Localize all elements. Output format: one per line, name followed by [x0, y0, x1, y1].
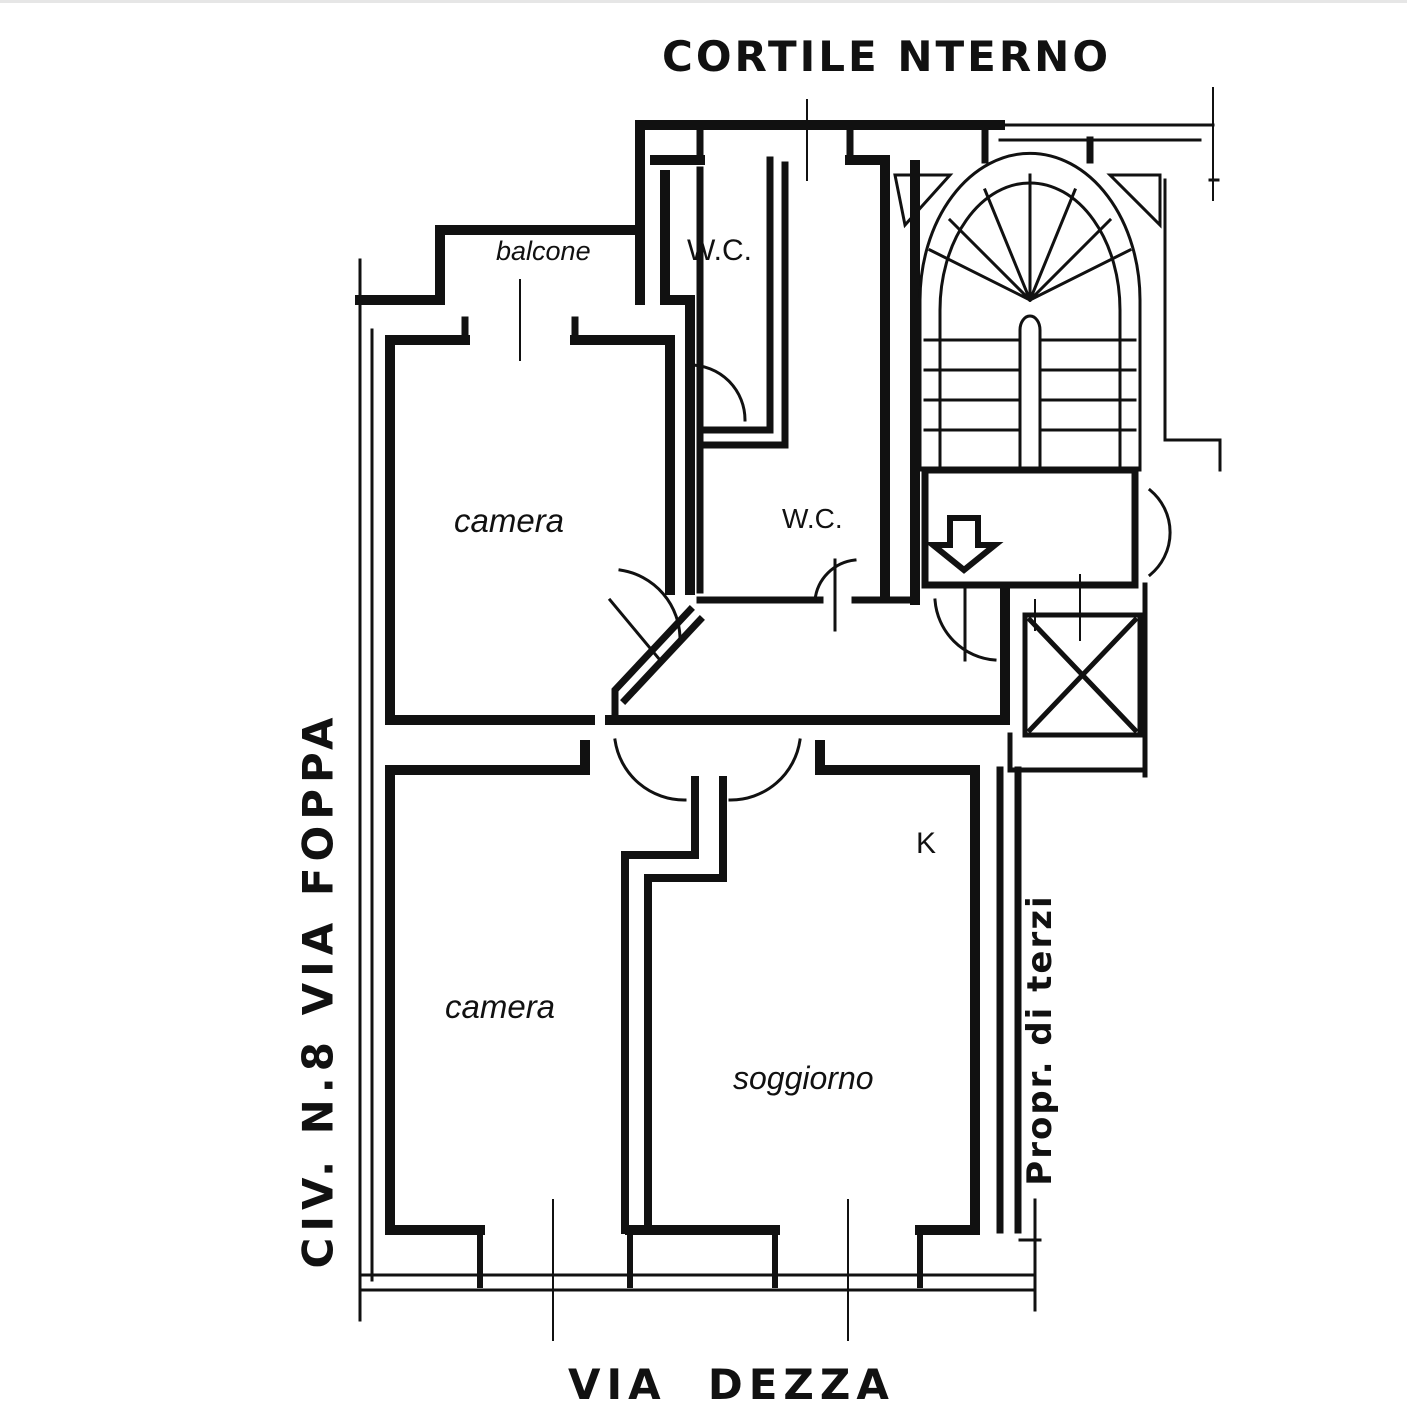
- spiral-staircase: [893, 151, 1162, 472]
- street-bottom-label: VIA DEZZA: [568, 1360, 895, 1409]
- wc-top-label: W.C.: [687, 234, 752, 267]
- third-party-label: Propr. di terzi: [1020, 894, 1060, 1186]
- flue: [621, 776, 727, 1234]
- kitchen-label: K: [916, 827, 937, 860]
- inner-walls: [611, 156, 1139, 1234]
- street-left-label: CIV. N.8 VIA FOPPA: [293, 711, 343, 1269]
- top-border: [0, 0, 1407, 3]
- top-windows: [461, 121, 1094, 344]
- bedroom-bottom-label: camera: [445, 988, 556, 1025]
- elevator-shaft: [1007, 582, 1148, 778]
- living-room-label: soggiorno: [733, 1060, 874, 1096]
- outer-walls: [355, 120, 1010, 1235]
- doors: [607, 363, 1172, 802]
- bedroom-top-label: camera: [454, 502, 565, 539]
- facade-windows: [477, 1227, 923, 1288]
- courtyard-label: CORTILE NTERNO: [662, 32, 1112, 81]
- courtyard-lines: [998, 123, 1222, 472]
- wc-middle-label: W.C.: [782, 503, 843, 534]
- entrance-arrow: [924, 515, 1004, 574]
- balcony-label: balcone: [496, 236, 591, 266]
